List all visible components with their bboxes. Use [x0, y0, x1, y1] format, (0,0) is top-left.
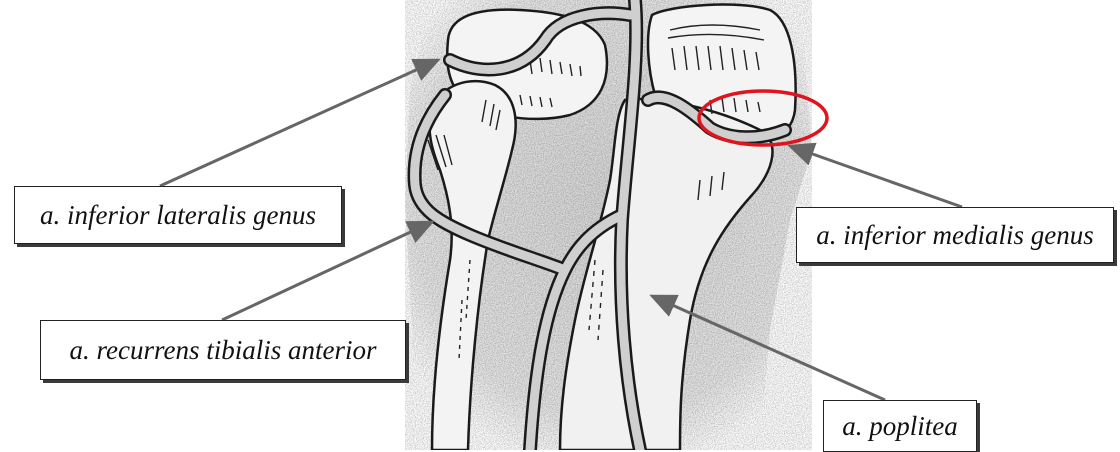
label-recurrens-tibialis-anterior: a. recurrens tibialis anterior [40, 320, 406, 380]
leader-line-medialis [790, 146, 962, 207]
label-poplitea: a. poplitea [823, 400, 977, 452]
leader-line-lateralis [160, 60, 438, 186]
label-inferior-medialis-genus: a. inferior medialis genus [796, 207, 1114, 263]
label-inferior-lateralis-genus: a. inferior lateralis genus [14, 186, 342, 244]
